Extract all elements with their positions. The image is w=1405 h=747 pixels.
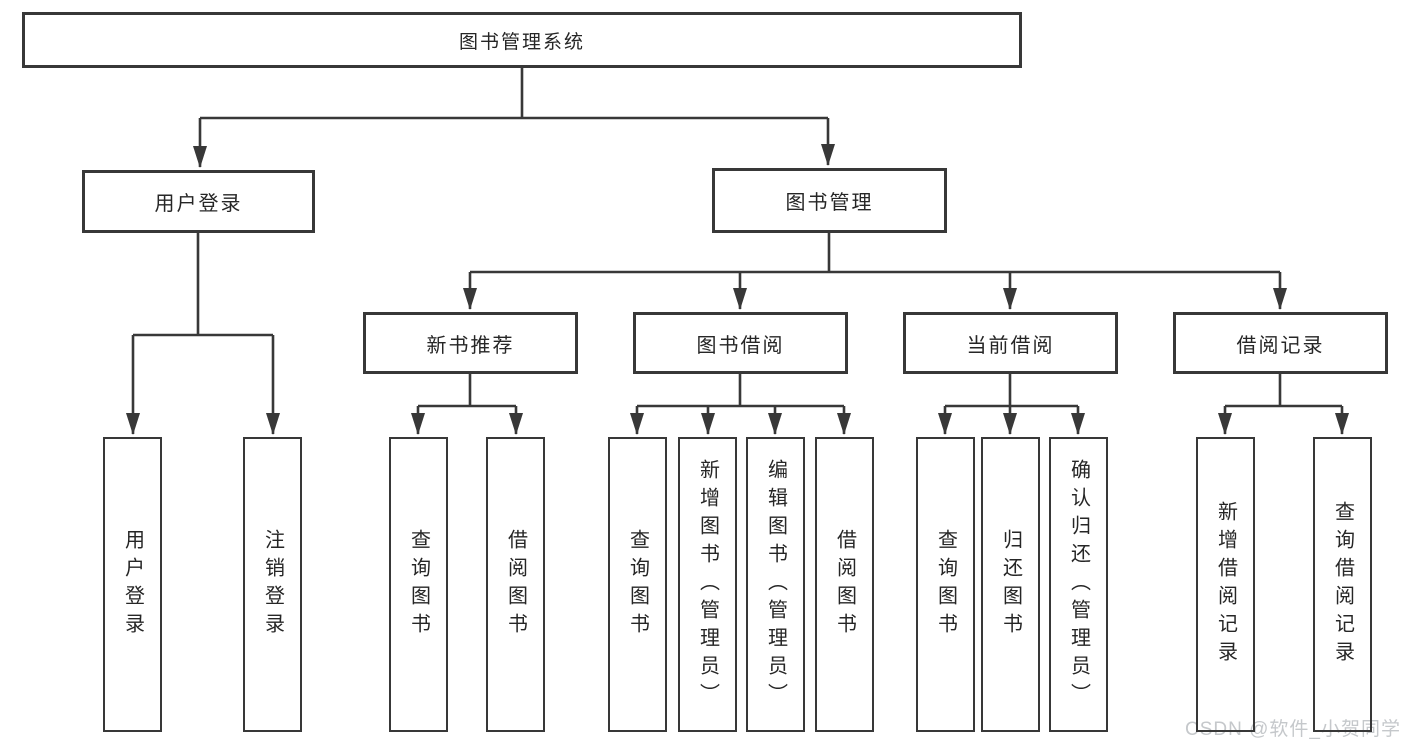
node-label: 编辑图书（管理员） bbox=[764, 458, 787, 711]
node-label: 借阅记录 bbox=[1236, 334, 1325, 357]
leaf-current-return-books: 归还图书 bbox=[981, 437, 1040, 732]
node-user-login: 用户登录 bbox=[82, 170, 315, 233]
connector-user-login bbox=[133, 233, 273, 337]
leaf-borrow-borrow-books: 借阅图书 bbox=[815, 437, 874, 732]
leaf-borrow-edit-books-admin: 编辑图书（管理员） bbox=[746, 437, 805, 732]
connector-root bbox=[200, 68, 828, 120]
leaf-borrow-add-books-admin: 新增图书（管理员） bbox=[678, 437, 737, 732]
leaf-current-query-books: 查询图书 bbox=[916, 437, 975, 732]
node-label: 图书借阅 bbox=[696, 334, 785, 357]
connector-new-books bbox=[418, 374, 516, 408]
connector-book-mgmt bbox=[470, 233, 1280, 274]
node-label: 图书管理 bbox=[785, 192, 874, 214]
node-root: 图书管理系统 bbox=[22, 12, 1022, 68]
node-book-borrow: 图书借阅 bbox=[633, 312, 848, 374]
node-label: 用户登录 bbox=[154, 193, 243, 215]
node-current-borrow: 当前借阅 bbox=[903, 312, 1118, 374]
node-book-management: 图书管理 bbox=[712, 168, 947, 233]
leaf-logout: 注销登录 bbox=[243, 437, 302, 732]
node-label: 确认归还（管理员） bbox=[1067, 458, 1090, 711]
leaf-newbook-query-books: 查询图书 bbox=[389, 437, 448, 732]
node-label: 查询图书 bbox=[626, 528, 649, 641]
node-label: 注销登录 bbox=[261, 528, 284, 641]
leaf-current-confirm-return-admin: 确认归还（管理员） bbox=[1049, 437, 1108, 732]
leaf-records-query-record: 查询借阅记录 bbox=[1313, 437, 1372, 732]
node-label: 查询图书 bbox=[934, 528, 957, 641]
connector-borrow bbox=[637, 374, 844, 408]
leaf-user-login: 用户登录 bbox=[103, 437, 162, 732]
leaf-borrow-query-books: 查询图书 bbox=[608, 437, 667, 732]
node-label: 新增图书（管理员） bbox=[696, 458, 719, 711]
connector-current bbox=[945, 374, 1078, 408]
node-borrow-records: 借阅记录 bbox=[1173, 312, 1388, 374]
node-label: 归还图书 bbox=[999, 528, 1022, 641]
node-label: 借阅图书 bbox=[833, 528, 856, 641]
node-label: 查询借阅记录 bbox=[1331, 500, 1354, 669]
leaf-records-add-record: 新增借阅记录 bbox=[1196, 437, 1255, 732]
connector-records bbox=[1225, 374, 1342, 408]
node-new-book-recommend: 新书推荐 bbox=[363, 312, 578, 374]
node-label: 查询图书 bbox=[407, 528, 430, 641]
leaf-newbook-borrow-books: 借阅图书 bbox=[486, 437, 545, 732]
node-label: 借阅图书 bbox=[504, 528, 527, 641]
node-label: 新增借阅记录 bbox=[1214, 500, 1237, 669]
node-label: 当前借阅 bbox=[966, 334, 1055, 357]
node-label: 用户登录 bbox=[121, 528, 144, 641]
node-label: 新书推荐 bbox=[426, 334, 515, 357]
watermark: CSDN @软件_小贺同学 bbox=[1185, 719, 1401, 740]
node-label: 图书管理系统 bbox=[458, 31, 585, 53]
